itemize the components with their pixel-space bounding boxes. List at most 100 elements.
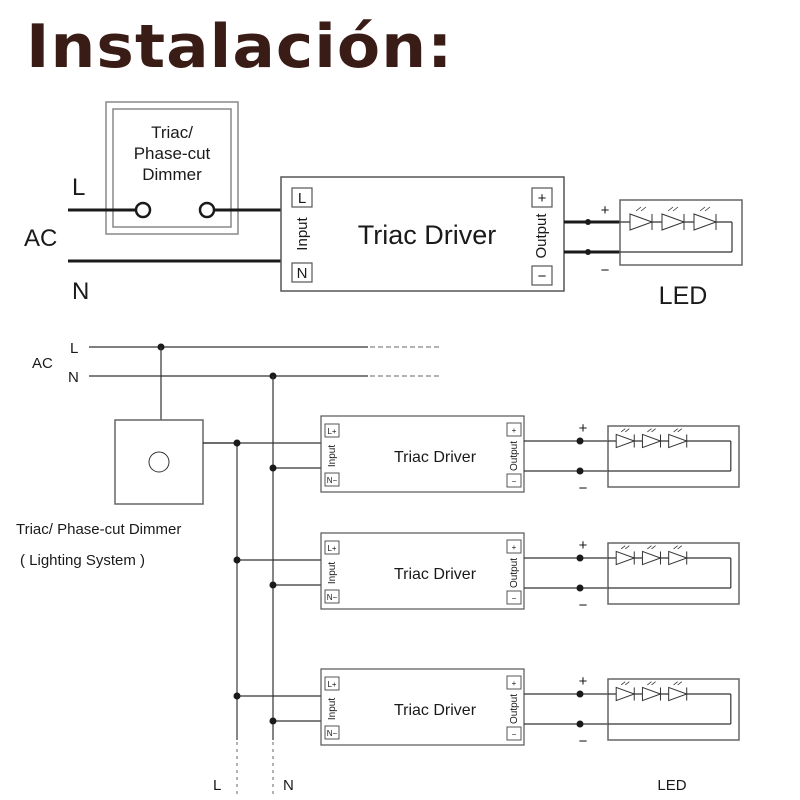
driver-terminal-plus-box	[506, 675, 522, 690]
driver-terminal-plus: +	[512, 426, 517, 435]
top-led-diode-icon	[629, 206, 654, 231]
bottom-dimmer-subcaption: ( Lighting System )	[20, 552, 145, 569]
top-output-label: Output	[533, 213, 550, 259]
top-led-label: LED	[659, 282, 708, 310]
bottom-n-label: N	[68, 369, 79, 386]
driver-terminal-l: L+	[327, 680, 336, 689]
top-terminal-n-box	[291, 262, 313, 283]
bottom-dimmer-knob-icon	[148, 451, 170, 473]
driver-terminal-minus-box	[506, 590, 522, 605]
top-terminal-plus: +	[538, 190, 547, 207]
top-dimmer-inner-frame	[112, 108, 232, 228]
top-dimmer-label-1: Triac/	[151, 123, 193, 142]
bottom-led-frame	[607, 425, 740, 488]
driver-terminal-n: N−	[327, 593, 338, 602]
top-ac-label: AC	[24, 225, 57, 252]
top-l-label: L	[72, 174, 85, 201]
driver-input-label: Input	[327, 698, 338, 720]
driver-terminal-l-box	[324, 423, 340, 438]
driver-terminal-l: L+	[327, 544, 336, 553]
top-dimmer-terminal-in	[134, 201, 152, 219]
driver-terminal-plus: +	[512, 679, 517, 688]
bottom-led-frame	[607, 678, 740, 741]
bottom-led-diode-icon	[615, 545, 636, 566]
page-title: Instalación:	[26, 12, 454, 82]
driver-terminal-l: L+	[327, 427, 336, 436]
driver-terminal-n: N−	[327, 476, 338, 485]
driver-label: Triac Driver	[394, 449, 477, 466]
driver-minus-junction	[576, 584, 584, 592]
driver-terminal-minus: −	[512, 477, 517, 486]
driver-output-label: Output	[509, 694, 520, 724]
driver-terminal-plus-box	[506, 422, 522, 437]
driver-terminal-l-box	[324, 540, 340, 555]
driver-l-junction	[233, 692, 241, 700]
bottom-led-diode-icon	[615, 428, 636, 449]
driver-terminal-n-box	[324, 472, 340, 487]
top-n-label: N	[72, 278, 89, 305]
driver-output-label: Output	[509, 441, 520, 471]
driver-n-junction	[269, 717, 277, 725]
top-minus-junction	[585, 249, 591, 255]
bottom-diagram: AC L N Triac/ Phase-cut Dimmer ( Lightin…	[16, 340, 740, 795]
bottom-led-diode-icon	[615, 681, 636, 702]
top-led-strip	[619, 199, 743, 266]
bottom-led-diode-icon	[641, 428, 662, 449]
driver-wire-plus-label: +	[579, 673, 588, 690]
driver-terminal-n: N−	[327, 729, 338, 738]
bottom-led-diode-icon	[668, 428, 689, 449]
bottom-driver-row: L+ N− + − Input Output Triac Driver + −	[233, 532, 740, 614]
bottom-led-diode-icon	[641, 681, 662, 702]
driver-box	[320, 415, 525, 493]
driver-plus-junction	[576, 437, 584, 445]
driver-n-junction	[269, 581, 277, 589]
driver-terminal-n-box	[324, 725, 340, 740]
driver-wire-minus-label: −	[579, 480, 588, 497]
driver-terminal-minus: −	[512, 730, 517, 739]
driver-terminal-plus: +	[512, 543, 517, 552]
bottom-led-label: LED	[657, 777, 686, 794]
driver-terminal-plus-box	[506, 539, 522, 554]
driver-wire-plus-label: +	[579, 537, 588, 554]
bottom-footer-n-label: N	[283, 777, 294, 794]
driver-output-label: Output	[509, 558, 520, 588]
top-terminal-minus-box	[531, 265, 553, 286]
top-dimmer-terminal-out	[198, 201, 216, 219]
driver-input-label: Input	[327, 562, 338, 584]
driver-label: Triac Driver	[394, 566, 477, 583]
driver-wire-minus-label: −	[579, 597, 588, 614]
bottom-ac-label: AC	[32, 355, 53, 372]
driver-wire-plus-label: +	[579, 420, 588, 437]
top-dimmer-label-3: Dimmer	[142, 165, 202, 184]
driver-terminal-minus-box	[506, 726, 522, 741]
top-wire-plus-label: +	[601, 202, 610, 219]
bottom-led-diode-icon	[641, 545, 662, 566]
bottom-led-frame	[607, 542, 740, 605]
top-terminal-minus: −	[538, 268, 547, 285]
driver-n-junction	[269, 464, 277, 472]
driver-minus-junction	[576, 720, 584, 728]
driver-box	[320, 668, 525, 746]
driver-terminal-minus: −	[512, 594, 517, 603]
driver-plus-junction	[576, 554, 584, 562]
driver-terminal-minus-box	[506, 473, 522, 488]
driver-terminal-l-box	[324, 676, 340, 691]
top-terminal-l: L	[298, 190, 306, 207]
top-led-diode-icon	[693, 206, 718, 231]
top-diagram: Triac/ Phase-cut Dimmer L AC N L N Input…	[24, 101, 743, 310]
bottom-led-diode-icon	[668, 545, 689, 566]
driver-plus-junction	[576, 690, 584, 698]
top-led-diode-icon	[661, 206, 686, 231]
driver-l-junction	[233, 556, 241, 564]
driver-l-junction	[233, 439, 241, 447]
top-wire-minus-label: −	[601, 262, 610, 279]
top-terminal-n: N	[297, 265, 308, 282]
bottom-driver-row: L+ N− + − Input Output Triac Driver + −	[203, 415, 740, 497]
bottom-footer-l-label: L	[213, 777, 221, 794]
driver-input-label: Input	[327, 445, 338, 467]
bottom-led-diode-icon	[668, 681, 689, 702]
top-driver-label: Triac Driver	[358, 220, 497, 250]
top-plus-junction	[585, 219, 591, 225]
